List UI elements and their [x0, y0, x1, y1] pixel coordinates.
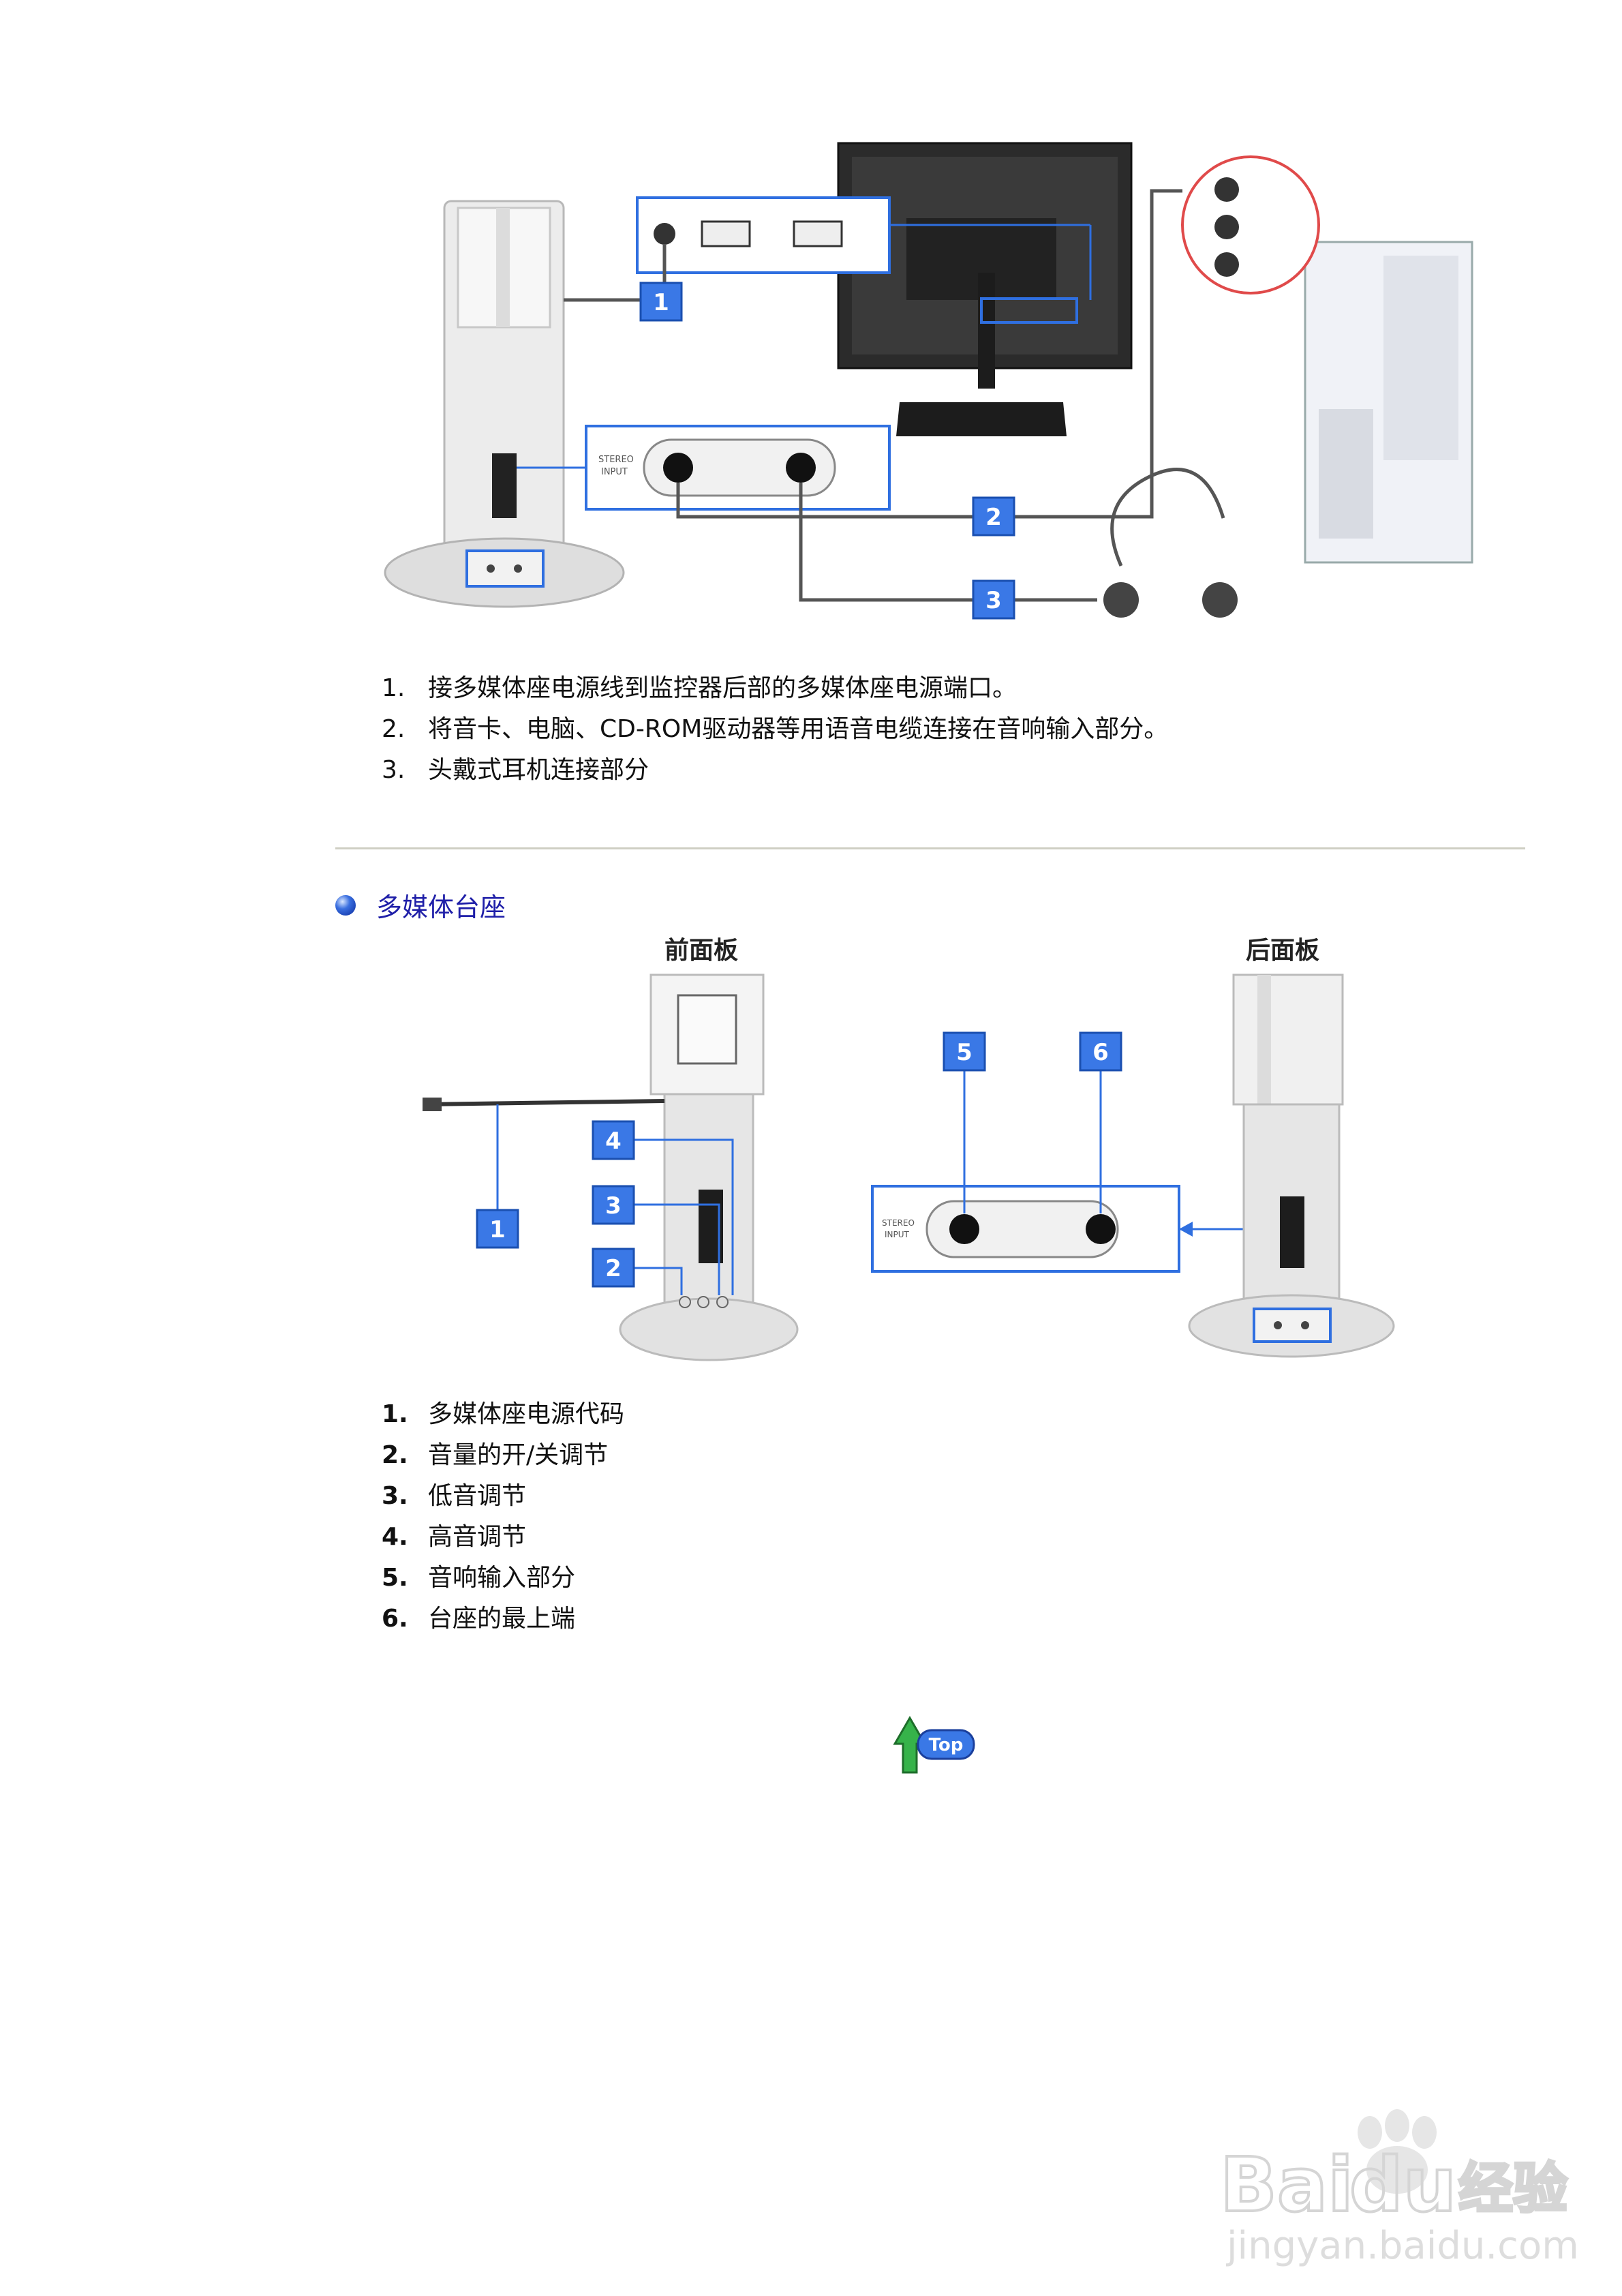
- callout-3: 3: [972, 579, 1015, 620]
- svg-text:3: 3: [985, 587, 1002, 614]
- callout-6: 6: [1079, 1031, 1122, 1072]
- stereo-input-inset: STEREO INPUT: [517, 425, 891, 511]
- up-arrow-icon: [893, 1716, 927, 1774]
- svg-text:1: 1: [489, 1216, 506, 1243]
- bullet-icon: [335, 894, 356, 916]
- baidu-watermark: Bai du 经验 jingyan.baidu.com: [1219, 2109, 1579, 2268]
- front-panel-label: 前面板: [664, 937, 739, 965]
- svg-text:2: 2: [985, 504, 1002, 531]
- paw-icon: [1358, 2109, 1437, 2194]
- connection-steps: 1.接多媒体座电源线到监控器后部的多媒体座电源端口。 2.将音卡、电脑、CD-R…: [382, 668, 1168, 791]
- svg-text:4: 4: [605, 1128, 622, 1155]
- callout-1: 1: [639, 282, 683, 322]
- list-item: 5.音响输入部分: [382, 1564, 576, 1592]
- stand-panel-diagram: STEREO INPUT 1 2 3 4 5 6: [423, 973, 1395, 1361]
- svg-text:Bai: Bai: [1220, 2141, 1353, 2229]
- parts-list: 1.多媒体座电源代码 2.音量的开/关调节 3.低音调节 4.高音调节 5.音响…: [382, 1394, 624, 1640]
- list-item: 1.接多媒体座电源线到监控器后部的多媒体座电源端口。: [382, 674, 1017, 702]
- rear-panel-label: 后面板: [1246, 937, 1320, 965]
- list-item: 2.音量的开/关调节: [382, 1441, 609, 1469]
- svg-text:3: 3: [605, 1192, 622, 1220]
- front-leader-lines: [496, 1104, 734, 1295]
- rear-stand-illustration: [1188, 973, 1395, 1358]
- svg-text:经验: 经验: [1458, 2157, 1567, 2220]
- list-item: 3.低音调节: [382, 1482, 527, 1510]
- svg-text:jingyan.baidu.com: jingyan.baidu.com: [1225, 2224, 1579, 2268]
- svg-text:INPUT: INPUT: [885, 1230, 910, 1239]
- svg-text:6: 6: [1092, 1039, 1109, 1066]
- stereo-label: STEREO: [598, 455, 634, 465]
- top-button[interactable]: Top: [889, 1710, 978, 1778]
- list-item: 1.多媒体座电源代码: [382, 1400, 625, 1428]
- svg-text:2: 2: [605, 1255, 622, 1282]
- list-item: 4.高音调节: [382, 1523, 527, 1551]
- monitor-illustration: [837, 142, 1133, 436]
- svg-text:1: 1: [653, 289, 669, 316]
- divider: [335, 847, 1525, 849]
- list-item: 3.头戴式耳机连接部分: [382, 756, 649, 784]
- front-stand-illustration: [423, 973, 799, 1361]
- top-label: Top: [929, 1735, 964, 1755]
- callout-1: 1: [476, 1209, 519, 1249]
- callout-2: 2: [972, 496, 1015, 537]
- input-label: INPUT: [601, 467, 628, 477]
- callout-5: 5: [943, 1031, 986, 1072]
- pc-tower-illustration: [1181, 155, 1473, 564]
- connection-diagram: STEREO INPUT 1 2 3: [384, 142, 1473, 620]
- rear-stereo-inset: STEREO INPUT: [871, 1070, 1244, 1273]
- svg-text:STEREO: STEREO: [882, 1218, 915, 1228]
- callout-2: 2: [592, 1248, 635, 1288]
- list-item: 6.台座的最上端: [382, 1605, 576, 1633]
- port-panel-inset: [636, 196, 1092, 300]
- callout-3: 3: [592, 1185, 635, 1225]
- list-item: 2.将音卡、电脑、CD-ROM驱动器等用语音电缆连接在音响输入部分。: [382, 715, 1169, 743]
- callout-4: 4: [592, 1120, 635, 1160]
- svg-text:5: 5: [956, 1039, 973, 1066]
- stand-illustration: [384, 200, 625, 608]
- svg-text:du: du: [1349, 2141, 1456, 2229]
- section-title: 多媒体台座: [335, 886, 506, 924]
